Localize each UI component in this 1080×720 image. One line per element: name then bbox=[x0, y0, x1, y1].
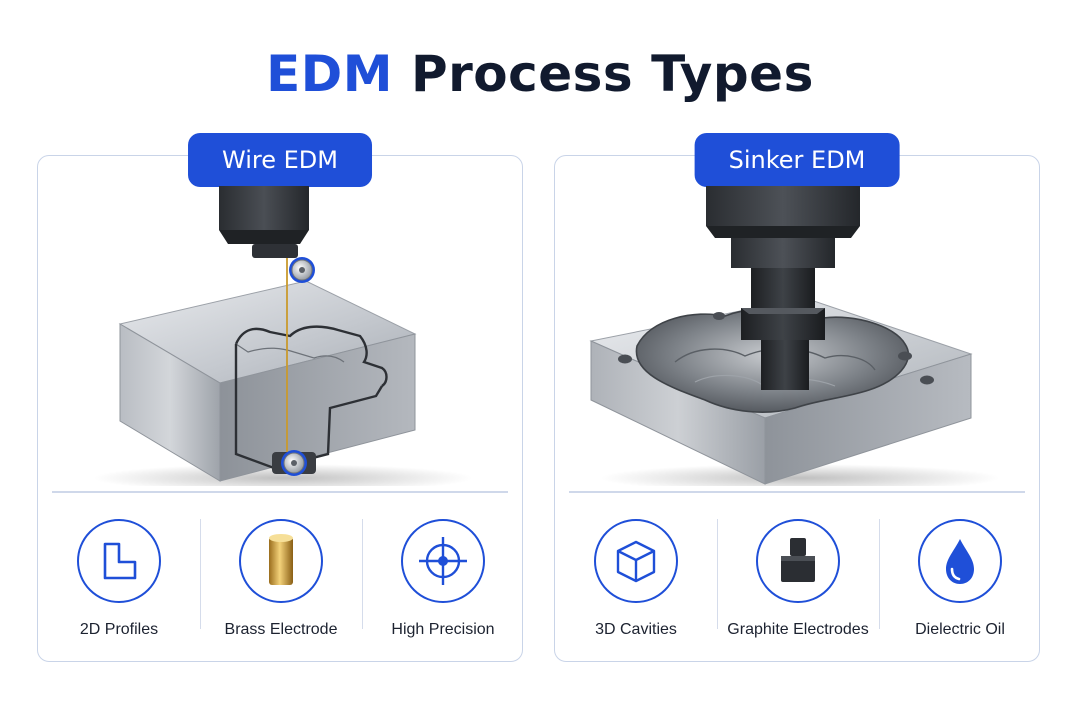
feature-label: 2D Profiles bbox=[79, 621, 159, 638]
feature-2d-profiles: 2D Profiles bbox=[38, 511, 200, 651]
feature-dielectric-oil: Dielectric Oil bbox=[879, 511, 1041, 651]
feature-label: 3D Cavities bbox=[595, 621, 677, 638]
feature-label: Dielectric Oil bbox=[915, 621, 1005, 638]
feature-brass-electrode: Brass Electrode bbox=[200, 511, 362, 651]
crosshair-icon bbox=[401, 519, 485, 603]
feature-graphite-electrodes: Graphite Electrodes bbox=[717, 511, 879, 651]
feature-label: High Precision bbox=[391, 621, 495, 638]
graphite-block-icon bbox=[756, 519, 840, 603]
wire-edm-divider bbox=[52, 491, 508, 493]
title-rest: Process Types bbox=[393, 45, 814, 103]
wire-edm-heading: Wire EDM bbox=[188, 133, 372, 187]
feature-label: Brass Electrode bbox=[224, 621, 338, 638]
brass-rod-icon bbox=[239, 519, 323, 603]
cube-icon bbox=[594, 519, 678, 603]
oil-drop-icon bbox=[918, 519, 1002, 603]
l-profile-icon bbox=[77, 519, 161, 603]
title-accent-word: EDM bbox=[266, 45, 394, 103]
page-title: EDM Process Types bbox=[0, 42, 1080, 106]
sinker-edm-panel: Sinker EDM bbox=[554, 133, 1041, 662]
wire-edm-panel: Wire EDM bbox=[37, 133, 524, 662]
sinker-edm-divider bbox=[569, 491, 1025, 493]
feature-label: Graphite Electrodes bbox=[727, 621, 869, 638]
wire-edm-features: 2D Profiles Brass Electrode High Preci bbox=[38, 511, 524, 651]
sinker-edm-heading: Sinker EDM bbox=[694, 133, 900, 187]
wire-edm-illustration bbox=[93, 186, 473, 486]
sinker-edm-illustration bbox=[589, 186, 1000, 486]
feature-3d-cavities: 3D Cavities bbox=[555, 511, 717, 651]
sinker-edm-features: 3D Cavities Graphite Electrodes Dielectr… bbox=[555, 511, 1041, 651]
feature-high-precision: High Precision bbox=[362, 511, 524, 651]
